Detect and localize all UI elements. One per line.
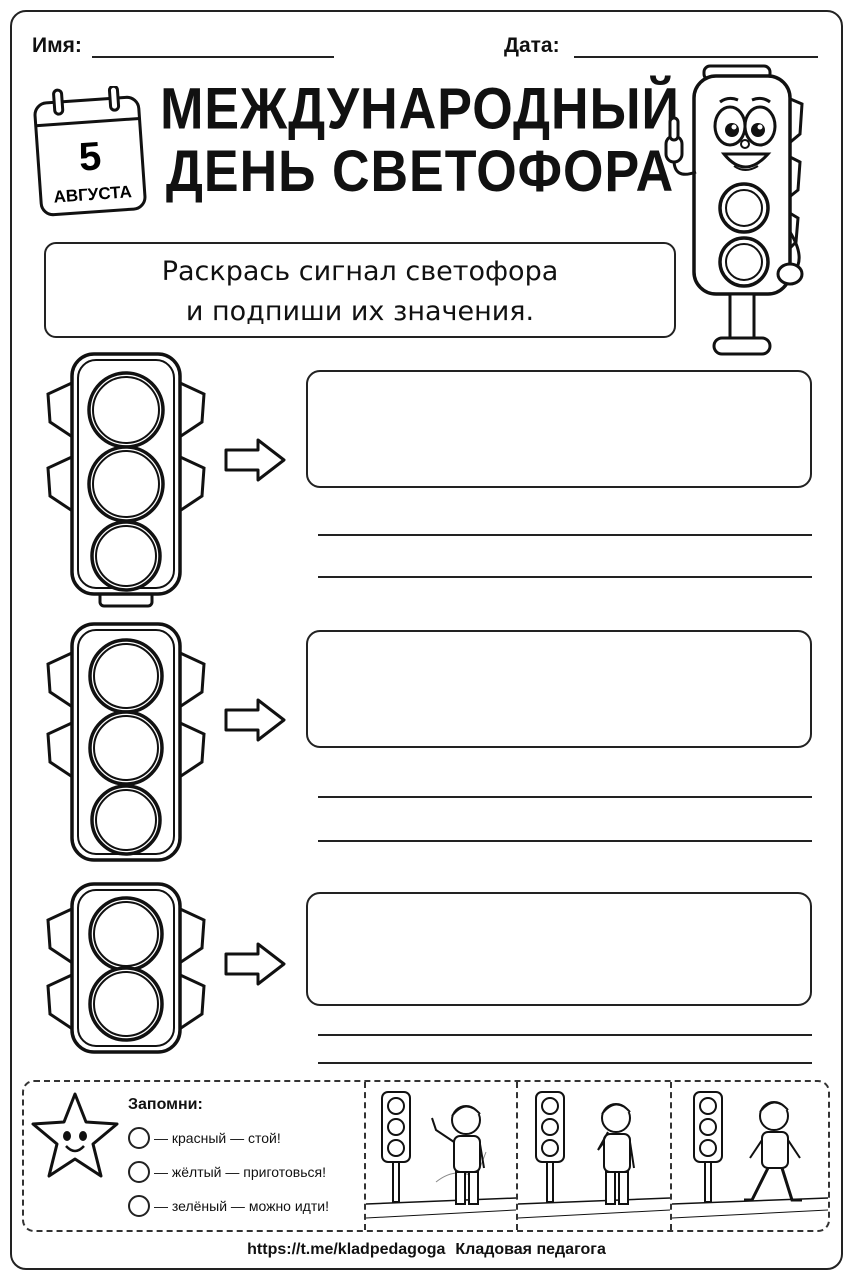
scene-stop (364, 1082, 517, 1230)
traffic-light-icon[interactable] (44, 352, 208, 612)
star-mascot-icon (31, 1092, 119, 1178)
answer-box[interactable] (306, 630, 812, 748)
legend-text: — жёлтый — приготовься! (154, 1164, 326, 1180)
color-circle[interactable] (128, 1127, 150, 1149)
page-title: МЕЖДУНАРОДНЫЙ ДЕНЬ СВЕТОФОРА (160, 78, 680, 203)
page-title-line2: ДЕНЬ СВЕТОФОРА (165, 139, 675, 205)
answer-box[interactable] (306, 892, 812, 1006)
instruction-line1: Раскрась сигнал светофора (161, 256, 559, 287)
traffic-light-icon[interactable] (44, 622, 208, 872)
traffic-light-mascot-icon (664, 64, 804, 356)
writing-line[interactable] (318, 576, 812, 578)
instruction-box: Раскрась сигнал светофора и подпиши их з… (44, 242, 676, 338)
boy-waiting-at-traffic-light-icon (365, 1091, 517, 1219)
writing-line[interactable] (318, 840, 812, 842)
date-label: Дата: (504, 34, 560, 57)
writing-line[interactable] (318, 534, 812, 536)
scene-ready (516, 1082, 671, 1230)
legend-item-green: — зелёный — можно идти! (128, 1194, 329, 1218)
writing-line[interactable] (318, 1034, 812, 1036)
arrow-right-icon (224, 438, 286, 482)
boy-thinking-at-traffic-light-icon (517, 1091, 671, 1219)
arrow-right-icon (224, 698, 286, 742)
footer-brand: Кладовая педагога (455, 1241, 606, 1258)
answer-box[interactable] (306, 370, 812, 488)
color-circle[interactable] (128, 1161, 150, 1183)
name-field-line[interactable] (92, 56, 334, 58)
arrow-right-icon (224, 942, 286, 986)
scene-go (670, 1082, 829, 1230)
calendar-icon: 5 АВГУСТА (33, 86, 147, 217)
legend-text: — красный — стой! (154, 1130, 281, 1146)
legend-item-yellow: — жёлтый — приготовься! (128, 1160, 326, 1184)
page-title-line1: МЕЖДУНАРОДНЫЙ (160, 76, 680, 142)
writing-line[interactable] (318, 1062, 812, 1064)
footer: https://t.me/kladpedagoga Кладовая педаго… (0, 1241, 853, 1259)
footer-link[interactable]: https://t.me/kladpedagoga (247, 1241, 446, 1258)
name-label: Имя: (32, 34, 82, 57)
color-circle[interactable] (128, 1195, 150, 1217)
date-field-line[interactable] (574, 56, 818, 58)
boy-crossing-street-icon (671, 1091, 829, 1219)
remember-panel (22, 1080, 830, 1232)
writing-line[interactable] (318, 796, 812, 798)
calendar-day: 5 (77, 134, 102, 179)
legend-item-red: — красный — стой! (128, 1126, 281, 1150)
traffic-light-icon[interactable] (44, 882, 208, 1062)
remember-title: Запомни: (128, 1096, 203, 1113)
instruction-line2: и подпиши их значения. (185, 296, 535, 327)
legend-text: — зелёный — можно идти! (154, 1198, 329, 1214)
